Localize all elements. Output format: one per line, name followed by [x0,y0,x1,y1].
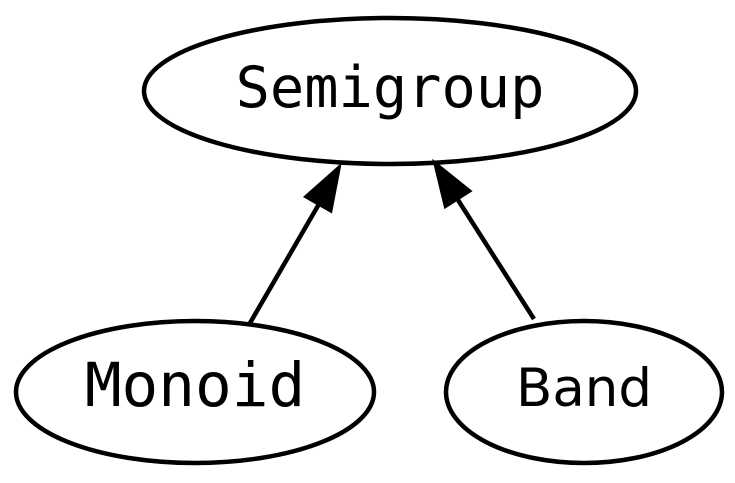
edge-line-band-semigroup [456,198,536,321]
edge-line-monoid-semigroup [248,202,321,325]
band-label: Band [516,358,652,419]
semigroup-ellipse [141,15,639,167]
edge-monoid-to-semigroup [248,162,342,325]
node-monoid: Monoid [13,318,377,466]
node-band: Band [443,318,725,466]
arrowhead-icon [302,162,342,214]
edge-band-to-semigroup [432,158,536,321]
node-semigroup: Semigroup [141,15,639,167]
band-ellipse [443,318,725,466]
semigroup-label: Semigroup [236,55,545,121]
monoid-label: Monoid [85,350,305,421]
arrowhead-icon [432,158,473,210]
monoid-ellipse [13,318,377,466]
